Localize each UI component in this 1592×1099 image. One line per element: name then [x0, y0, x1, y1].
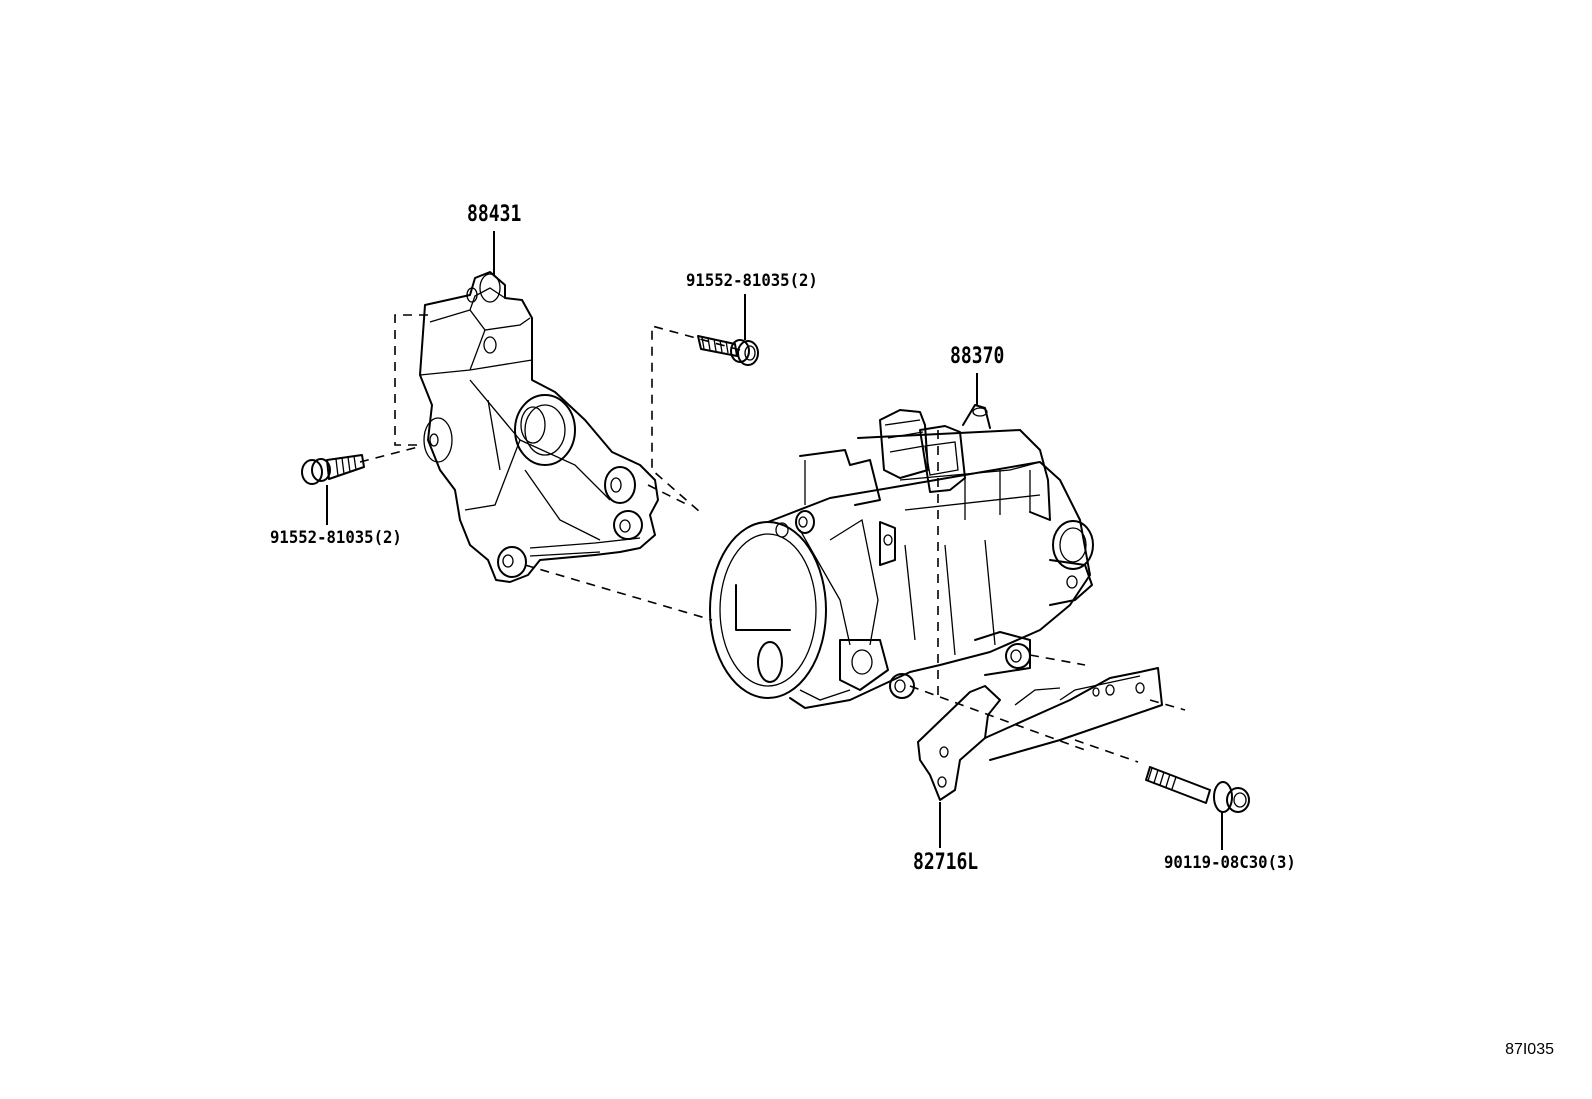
bolt-left[interactable]	[301, 454, 365, 485]
compressor-guide-lines	[909, 430, 1186, 763]
diagram-code: 87I035	[1505, 1041, 1554, 1058]
part-label-bolt-lower[interactable]: 90119-08C30(3)	[1164, 853, 1296, 873]
compressor-stay[interactable]	[917, 667, 1163, 801]
bolt-lower[interactable]	[1145, 766, 1250, 813]
compressor-assembly[interactable]	[709, 404, 1094, 709]
compressor-bracket[interactable]	[419, 271, 659, 583]
part-label-88370[interactable]: 88370	[950, 344, 1005, 369]
bolt-upper[interactable]	[697, 335, 759, 366]
bracket-guide-lines	[359, 314, 741, 621]
part-label-bolt-upper[interactable]: 91552-81035(2)	[686, 271, 818, 291]
part-label-82716L[interactable]: 82716L	[913, 850, 979, 875]
part-label-88431[interactable]: 88431	[467, 202, 522, 227]
leader-lines	[326, 231, 1223, 850]
part-label-bolt-left[interactable]: 91552-81035(2)	[270, 528, 402, 548]
